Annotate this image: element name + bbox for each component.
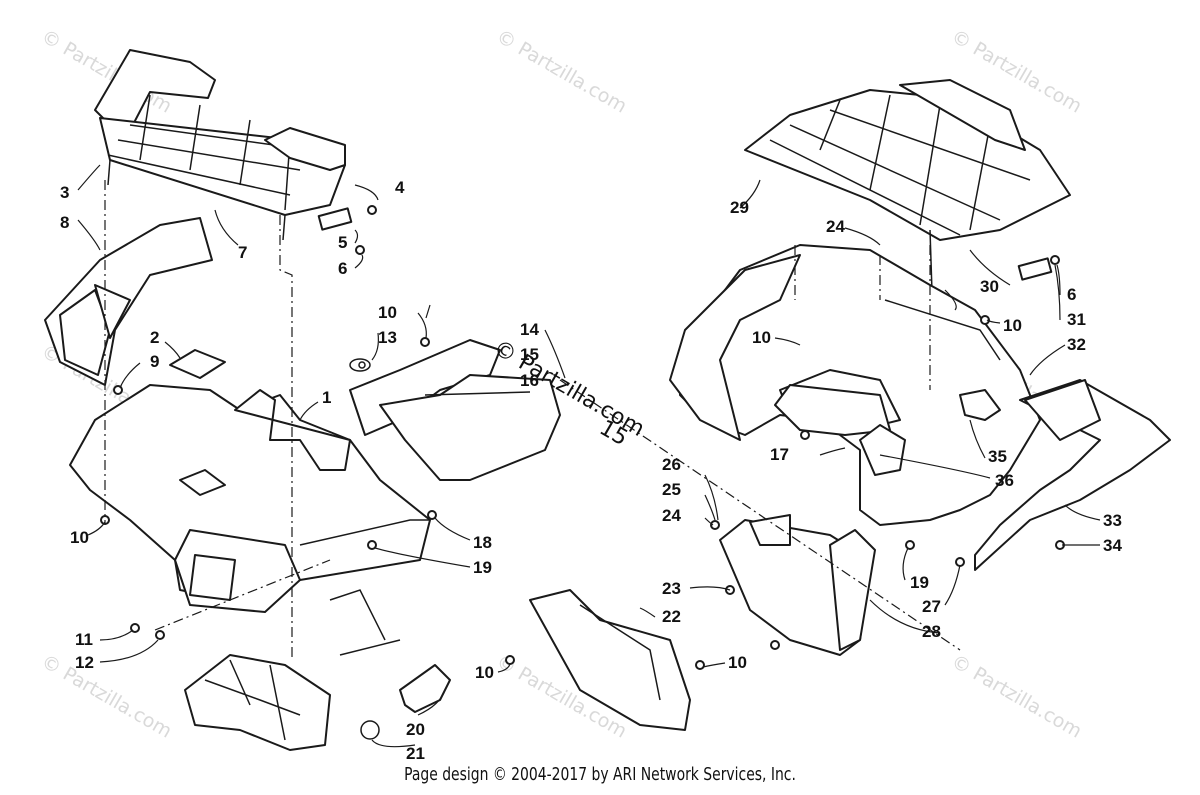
frame-lower-left <box>184 589 401 751</box>
side-panel <box>349 339 561 481</box>
callout-4: 4 <box>395 178 405 197</box>
callout-27: 27 <box>922 597 941 616</box>
callout-36: 36 <box>995 471 1014 490</box>
callout-8: 8 <box>60 213 69 232</box>
callout-21: 21 <box>406 744 425 763</box>
callout-10: 10 <box>475 663 494 682</box>
callout-5: 5 <box>338 233 347 252</box>
reference-lines <box>104 180 961 660</box>
callout-6: 6 <box>1067 285 1076 304</box>
bracket <box>399 664 451 713</box>
callout-19: 19 <box>473 558 492 577</box>
callout-32: 32 <box>1067 335 1086 354</box>
floor-panel-left <box>529 589 691 731</box>
callout-18: 18 <box>473 533 492 552</box>
front-rack <box>94 49 346 241</box>
fasteners <box>100 205 1065 740</box>
callout-7: 7 <box>238 243 247 262</box>
callout-1: 1 <box>322 388 331 407</box>
callout-10: 10 <box>1003 316 1022 335</box>
callout-20: 20 <box>406 720 425 739</box>
callout-3: 3 <box>60 183 69 202</box>
decal-31 <box>1017 257 1053 281</box>
callout-30: 30 <box>980 277 999 296</box>
callout-23: 23 <box>662 579 681 598</box>
callout-26: 26 <box>662 455 681 474</box>
callout-2: 2 <box>150 328 159 347</box>
callout-17: 17 <box>770 445 789 464</box>
callout-31: 31 <box>1067 310 1086 329</box>
mud-flap <box>719 514 876 656</box>
callout-labels: 3 8 4 7 5 6 2 9 1 10 13 14 15 16 10 18 1… <box>60 178 1122 763</box>
decal-5 <box>317 207 353 231</box>
watermark: © Partzilla.com <box>38 650 176 742</box>
footer-copyright: Page design © 2004-2017 by ARI Network S… <box>404 764 796 785</box>
front-fender <box>44 217 213 386</box>
callout-25: 25 <box>662 480 681 499</box>
callout-16: 16 <box>520 371 539 390</box>
callout-14: 14 <box>520 320 539 339</box>
watermark: © Partzilla.com <box>948 650 1086 742</box>
callout-13: 13 <box>378 328 397 347</box>
callout-11: 11 <box>75 630 93 649</box>
callout-19: 19 <box>910 573 929 592</box>
callout-35: 35 <box>988 447 1007 466</box>
callout-29: 29 <box>730 198 749 217</box>
callout-10: 10 <box>378 303 397 322</box>
right-fender <box>974 379 1171 571</box>
front-decal <box>169 349 226 379</box>
callout-24: 24 <box>662 506 681 525</box>
callout-24: 24 <box>826 217 845 236</box>
rear-fender <box>669 244 1041 526</box>
callout-15: 15 <box>520 345 539 364</box>
callout-33: 33 <box>1103 511 1122 530</box>
callout-34: 34 <box>1103 536 1122 555</box>
watermark: © Partzilla.com <box>493 25 631 117</box>
callout-28: 28 <box>922 622 941 641</box>
callout-10: 10 <box>752 328 771 347</box>
callout-10: 10 <box>70 528 89 547</box>
callout-10: 10 <box>728 653 747 672</box>
callout-12: 12 <box>75 653 94 672</box>
callout-22: 22 <box>662 607 681 626</box>
rear-rack <box>744 79 1071 386</box>
callout-9: 9 <box>150 352 159 371</box>
leader-lines <box>77 164 1101 748</box>
callout-6: 6 <box>338 259 347 278</box>
